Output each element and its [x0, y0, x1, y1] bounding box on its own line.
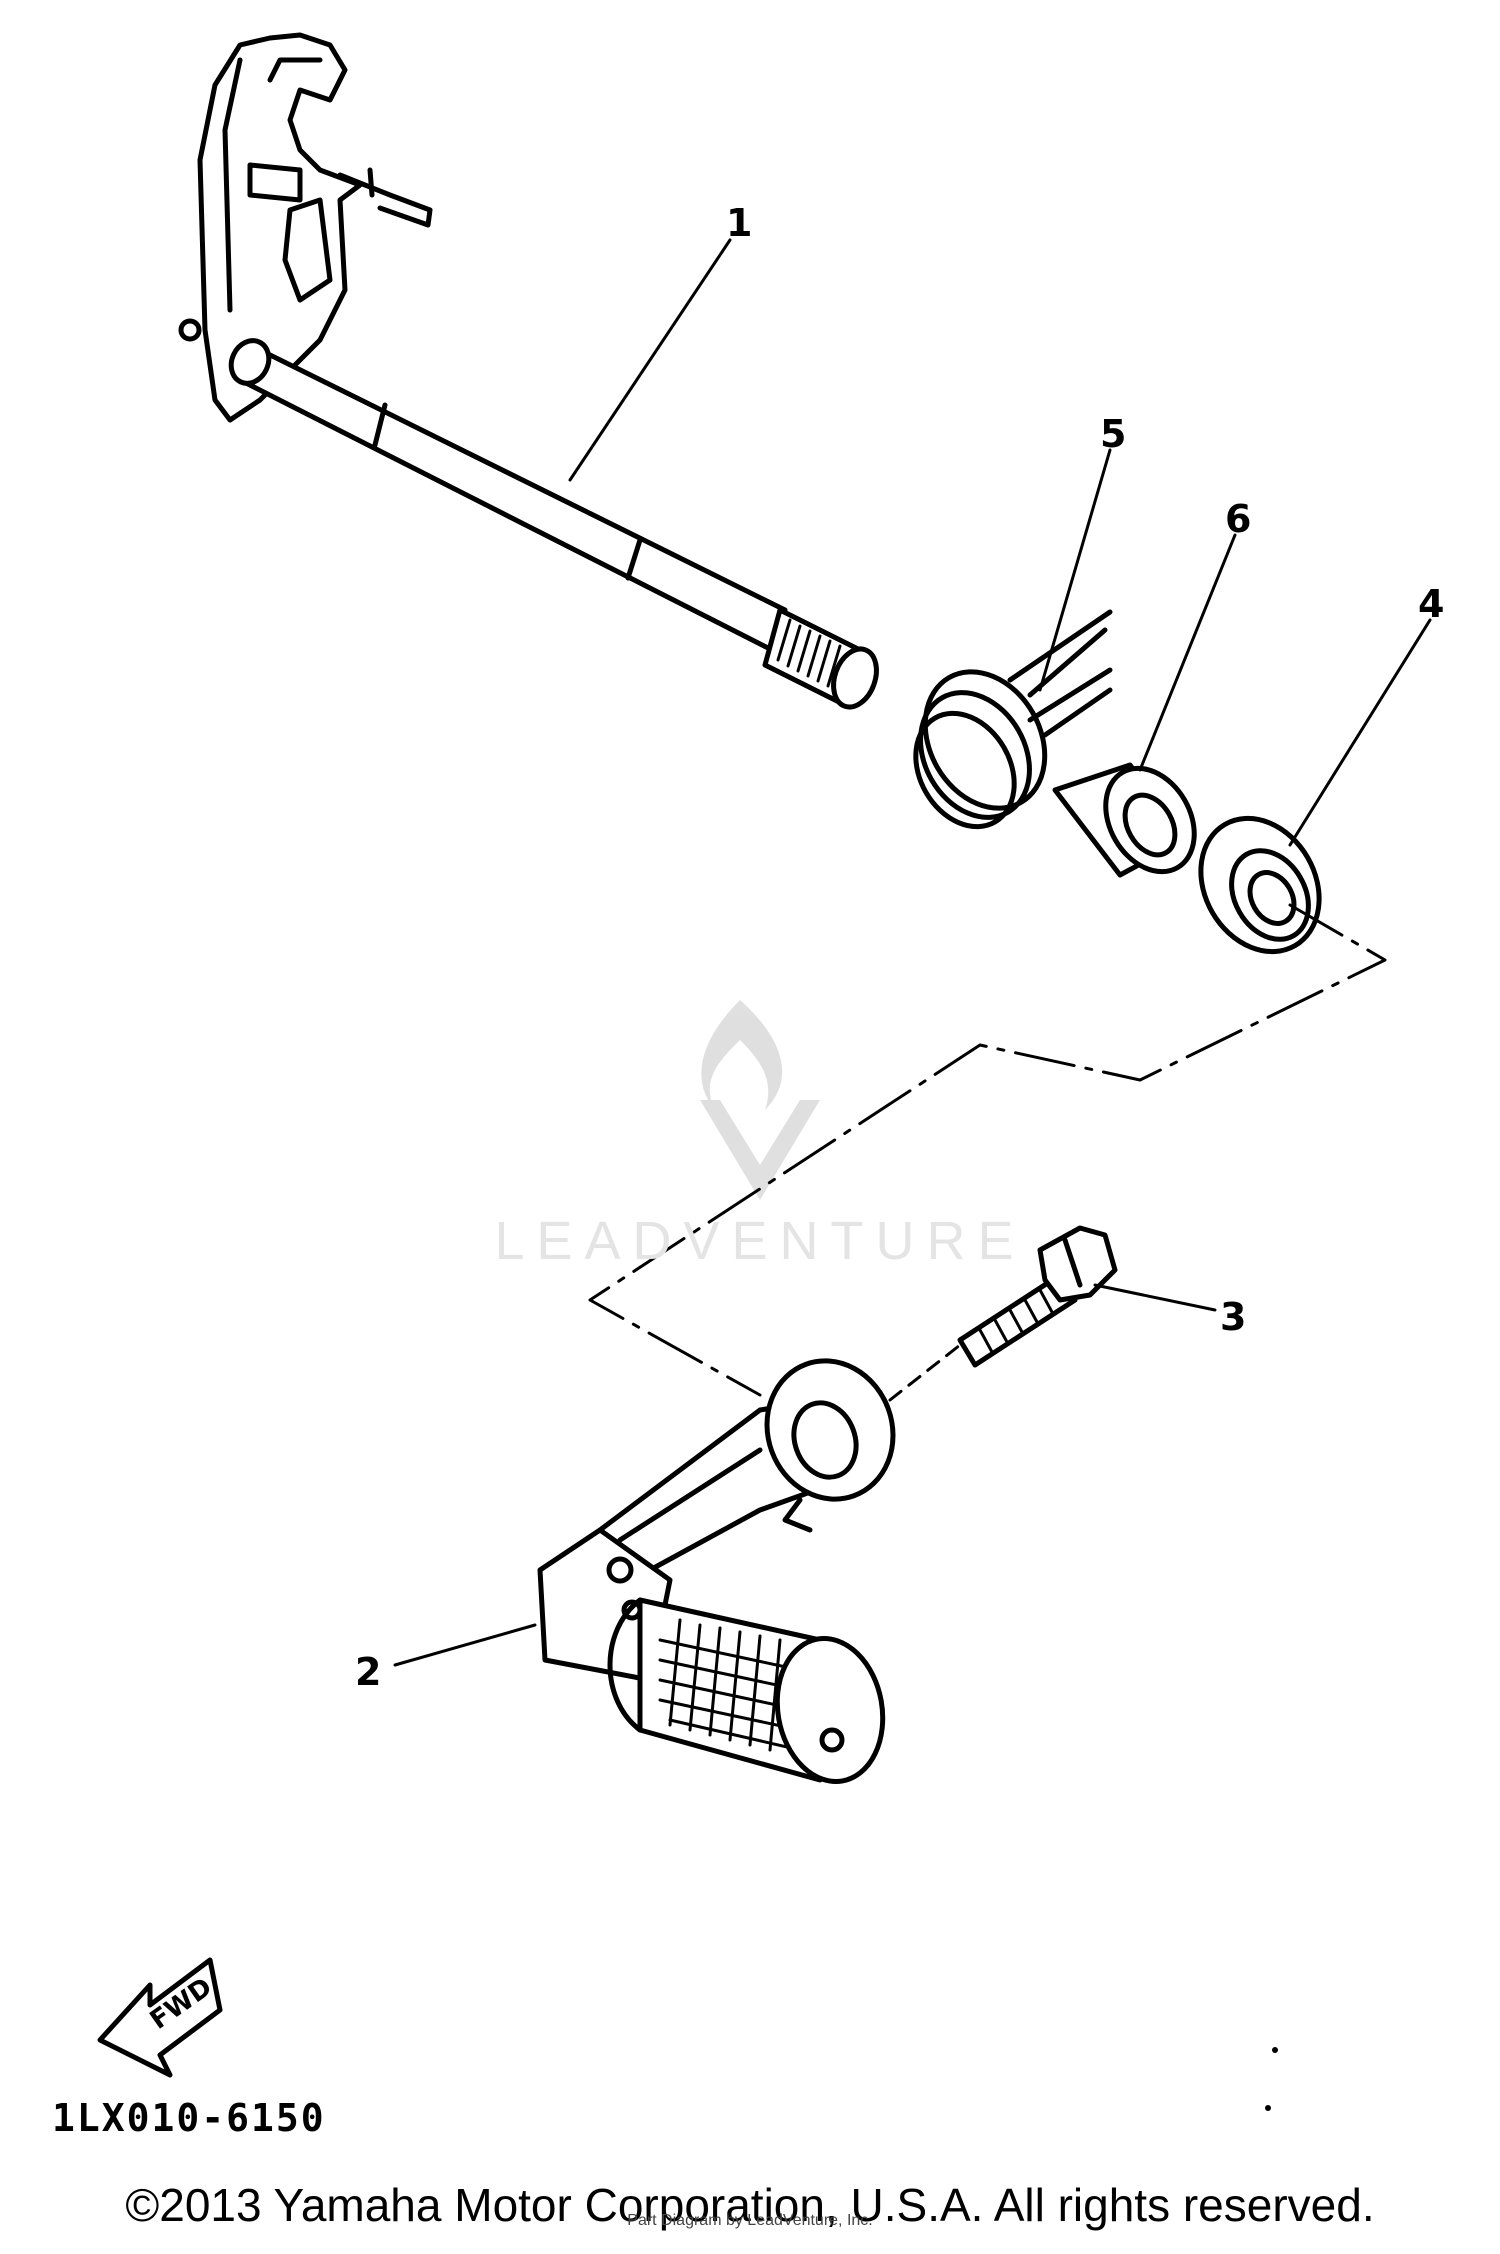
- bolt-part: [957, 1225, 1118, 1368]
- fwd-arrow-icon: FWD: [97, 1957, 223, 2078]
- callout-labels: 1 2 3 4 5 6: [355, 201, 1444, 1694]
- stray-dot: [1272, 2047, 1278, 2053]
- shift-shaft-part: [178, 32, 879, 710]
- return-spring-part: [913, 609, 1113, 830]
- diagram-credit: Part Diagram by LeadVenture, Inc.: [627, 2212, 873, 2229]
- callout-2: 2: [355, 1650, 381, 1694]
- callout-1: 1: [726, 201, 752, 245]
- rubber-grip-texture: [658, 1618, 802, 1752]
- drawing-code: 1LX010-6150: [52, 2096, 326, 2140]
- stray-dot: [1265, 2105, 1271, 2111]
- leadventure-watermark-logo: [700, 1000, 820, 1200]
- callout-3: 3: [1220, 1295, 1246, 1339]
- callout-5: 5: [1100, 412, 1126, 456]
- callout-4: 4: [1418, 582, 1444, 626]
- collar-part: [1052, 762, 1197, 878]
- callout-6: 6: [1225, 497, 1251, 541]
- leader-lines: [393, 238, 1432, 1667]
- oil-seal-part: [1198, 815, 1322, 955]
- copyright-notice: ©2013 Yamaha Motor Corporation, U.S.A. A…: [125, 2179, 1375, 2231]
- shift-pedal-part: [537, 1358, 896, 1784]
- assembly-lines: [588, 903, 1387, 1402]
- watermark-text: LEADVENTURE: [494, 1211, 1026, 1271]
